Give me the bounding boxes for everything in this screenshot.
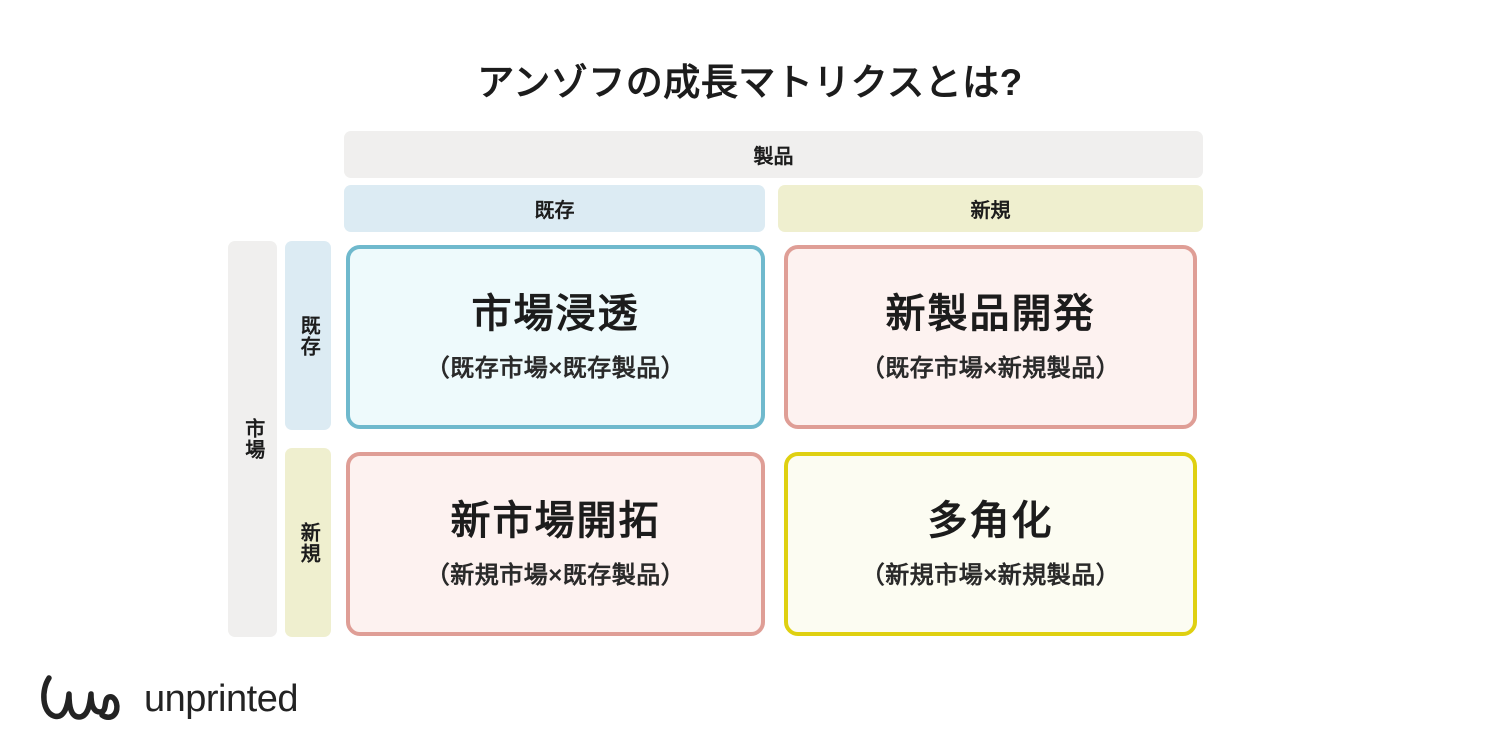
market-row-new: 新規 <box>285 448 331 637</box>
matrix-cell-title: 市場浸透 <box>471 291 640 336</box>
product-column-existing-label: 既存 <box>534 200 575 222</box>
market-axis-header-label: 市場 <box>241 418 264 460</box>
brand-logo: unprinted <box>40 668 298 730</box>
product-axis-header: 製品 <box>344 131 1203 178</box>
matrix-cell-subtitle: （新規市場×既存製品） <box>425 561 686 589</box>
market-axis-header: 市場 <box>228 241 277 637</box>
market-row-existing-label: 既存 <box>297 314 320 357</box>
matrix-cell-subtitle: （既存市場×新規製品） <box>860 354 1121 382</box>
matrix-cell-market-penetration: 市場浸透 （既存市場×既存製品） <box>346 245 765 429</box>
product-column-new-label: 新規 <box>970 200 1011 222</box>
product-axis-header-label: 製品 <box>753 146 794 168</box>
matrix-cell-subtitle: （新規市場×新規製品） <box>860 561 1121 589</box>
market-row-new-label: 新規 <box>297 521 320 564</box>
matrix-cell-subtitle: （既存市場×既存製品） <box>425 354 686 382</box>
page-title: アンゾフの成長マトリクスとは? <box>477 62 1023 103</box>
matrix-cell-new-product-development: 新製品開発 （既存市場×新規製品） <box>784 245 1197 429</box>
market-row-existing: 既存 <box>285 241 331 430</box>
matrix-cell-title: 新市場開拓 <box>450 498 661 543</box>
product-column-existing: 既存 <box>344 185 765 232</box>
unprinted-script-mark-icon <box>41 675 120 720</box>
matrix-cell-new-market-development: 新市場開拓 （新規市場×既存製品） <box>346 452 765 636</box>
matrix-cell-diversification: 多角化 （新規市場×新規製品） <box>784 452 1197 636</box>
matrix-cell-title: 多角化 <box>927 498 1054 543</box>
product-column-new: 新規 <box>778 185 1203 232</box>
brand-name: unprinted <box>144 677 298 720</box>
matrix-cell-title: 新製品開発 <box>885 291 1096 336</box>
